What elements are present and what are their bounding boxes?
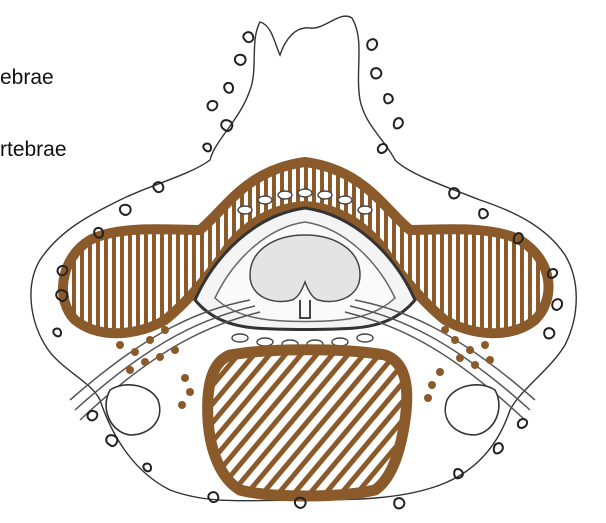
vertebral-body <box>208 350 407 496</box>
